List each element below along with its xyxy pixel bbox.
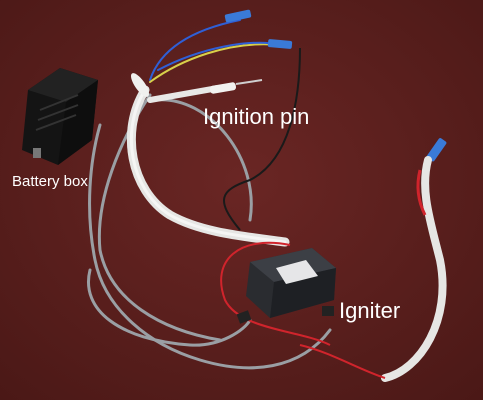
red-wire-loop: [220, 241, 331, 346]
white-ignition-lead: [126, 85, 290, 247]
red-wire-right: [299, 156, 447, 382]
igniter-module: [236, 248, 336, 324]
ignition-pin: [130, 73, 263, 103]
ignition-pin-label: Ignition pin: [203, 104, 310, 129]
grey-cables: [87, 93, 332, 370]
battery-box-label: Battery box: [12, 173, 88, 190]
igniter-label: Igniter: [339, 298, 401, 323]
black-wire: [223, 47, 301, 231]
blue-connectors: [224, 9, 447, 162]
battery-box: [22, 68, 98, 165]
